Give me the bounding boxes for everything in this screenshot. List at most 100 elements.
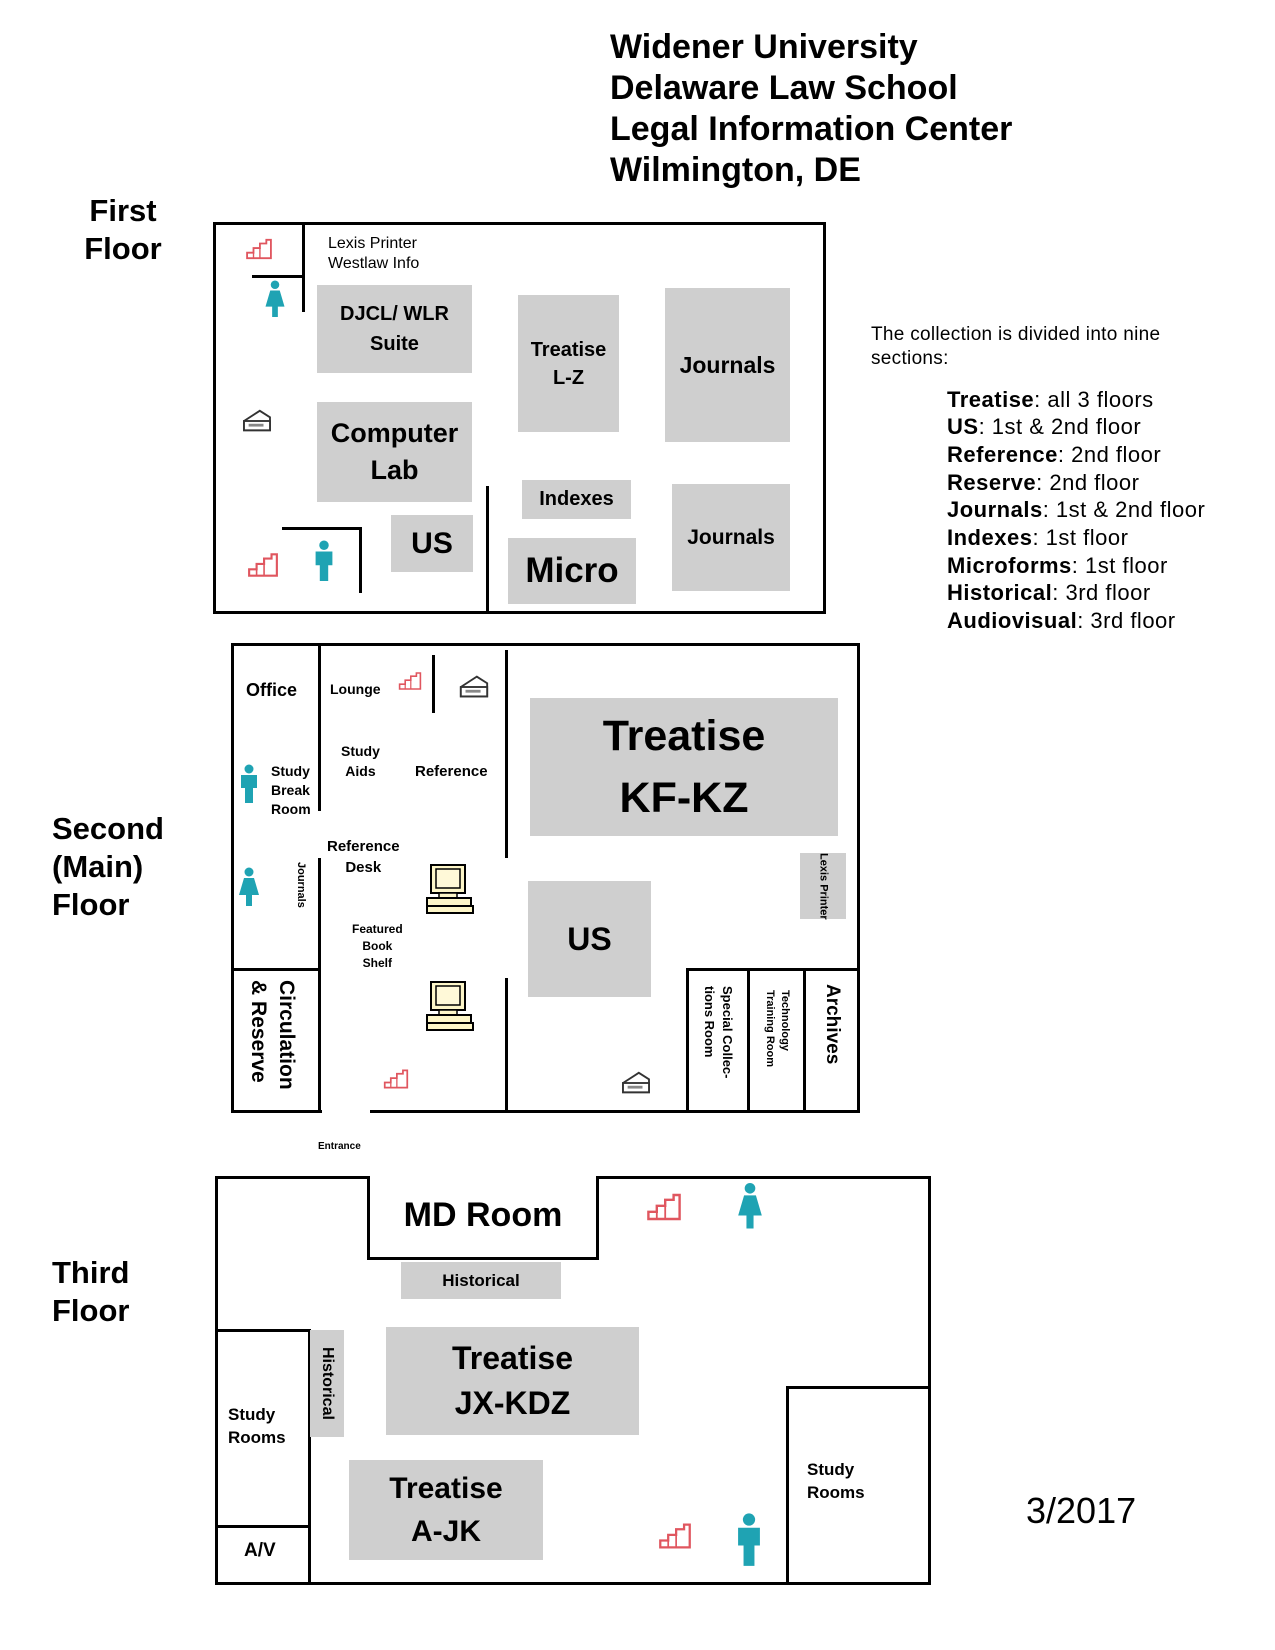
treatise-kfkz-line2: KF-KZ bbox=[619, 774, 749, 822]
study-aids-line2: Aids bbox=[345, 763, 376, 779]
circulation-line2: & Reserve bbox=[247, 980, 270, 1083]
av-label: A/V bbox=[244, 1540, 276, 1561]
reference-label: Reference bbox=[415, 763, 488, 780]
historical-top: Historical bbox=[401, 1262, 561, 1299]
legend-item: Reserve: 2nd floor bbox=[947, 470, 1140, 495]
stairs-icon bbox=[247, 552, 279, 578]
second-floor-wall bbox=[318, 643, 321, 811]
first-floor-wall bbox=[302, 222, 305, 312]
title-university: Widener University bbox=[610, 28, 918, 66]
copier-icon bbox=[240, 408, 274, 434]
historical-vertical: Historical bbox=[310, 1330, 344, 1437]
journals-bottom: Journals bbox=[672, 484, 790, 591]
first-floor-label-line1: First bbox=[89, 193, 157, 228]
date-label: 3/2017 bbox=[1026, 1490, 1137, 1531]
restroom-icon bbox=[312, 540, 336, 582]
djcl-line1: DJCL/ WLR bbox=[340, 303, 449, 325]
study-rooms-right-line2: Rooms bbox=[807, 1483, 865, 1502]
third-floor-wall bbox=[308, 1329, 311, 1585]
technology-training-line2: Training Room bbox=[764, 990, 776, 1067]
reference-desk-label: Reference Desk bbox=[327, 836, 400, 878]
lexis-printer-box: Lexis Printer bbox=[800, 853, 846, 919]
restroom-icon bbox=[238, 866, 260, 908]
legend-item: Microforms: 1st floor bbox=[947, 553, 1168, 578]
legend-item: Journals: 1st & 2nd floor bbox=[947, 497, 1206, 522]
lexis-printer-text: Lexis Printer bbox=[328, 235, 417, 252]
second-floor-label-line1: Second bbox=[52, 811, 164, 846]
lexis-printer-line2: Printer bbox=[817, 883, 830, 920]
entrance-label: Entrance bbox=[318, 1141, 361, 1152]
micro-section: Micro bbox=[508, 538, 636, 604]
copier-icon bbox=[458, 664, 490, 710]
djcl-line2: Suite bbox=[370, 333, 419, 355]
study-break-line1: Study bbox=[271, 763, 310, 779]
second-floor-wall bbox=[803, 968, 806, 1113]
legend-intro: The collection is divided into nine sect… bbox=[871, 323, 1160, 371]
us-section-first: US bbox=[391, 515, 473, 572]
treatise-ajk-line1: Treatise bbox=[389, 1472, 503, 1505]
computer-lab-line2: Lab bbox=[370, 455, 419, 485]
title-school: Delaware Law School bbox=[610, 69, 958, 107]
featured-shelf-line1: Featured bbox=[352, 922, 403, 936]
first-floor-wall bbox=[252, 275, 302, 278]
third-floor-label: Third Floor bbox=[52, 1254, 130, 1330]
second-floor-wall bbox=[686, 968, 689, 1113]
legend-item: Historical: 3rd floor bbox=[947, 580, 1151, 605]
second-floor-label: Second (Main) Floor bbox=[52, 810, 164, 924]
copier-icon bbox=[620, 1070, 652, 1096]
title-center: Legal Information Center bbox=[610, 110, 1013, 148]
legend-item: Indexes: 1st floor bbox=[947, 525, 1129, 550]
second-floor-wall bbox=[318, 858, 321, 970]
special-collections-line2: tions Room bbox=[702, 986, 717, 1058]
second-floor-wall bbox=[747, 968, 750, 1113]
reference-desk-line2: Desk bbox=[345, 859, 382, 876]
restroom-icon bbox=[734, 1512, 764, 1568]
stairs-icon bbox=[245, 238, 273, 260]
reference-desk-line1: Reference bbox=[327, 838, 400, 855]
us-section-second: US bbox=[528, 881, 651, 997]
study-break-line2: Break bbox=[271, 782, 310, 798]
first-floor-wall bbox=[282, 527, 362, 530]
second-floor-wall bbox=[318, 968, 321, 1113]
computer-icon bbox=[425, 980, 475, 1032]
circulation-reserve-label: Circulation & Reserve bbox=[244, 980, 300, 1090]
second-floor-wall bbox=[686, 968, 860, 971]
treatise-lz-line2: L-Z bbox=[552, 366, 585, 389]
third-floor-label-line1: Third bbox=[52, 1255, 130, 1290]
special-collections-room-label: Special Collec- tions Room bbox=[700, 986, 736, 1078]
circulation-line1: Circulation bbox=[275, 980, 298, 1090]
stairs-icon bbox=[658, 1522, 692, 1550]
indexes-section: Indexes bbox=[522, 480, 631, 519]
entrance-gap bbox=[322, 1110, 370, 1114]
treatise-jx-line2: JX-KDZ bbox=[454, 1385, 571, 1421]
third-floor-label-line2: Floor bbox=[52, 1293, 130, 1328]
study-rooms-left-line2: Rooms bbox=[228, 1428, 286, 1447]
restroom-icon bbox=[238, 762, 260, 806]
technology-training-room-label: Technology Training Room bbox=[762, 990, 792, 1067]
featured-shelf-line2: Book bbox=[362, 939, 393, 953]
title-location: Wilmington, DE bbox=[610, 151, 861, 189]
first-floor-wall bbox=[359, 527, 362, 593]
legend-intro-line2: sections: bbox=[871, 348, 949, 369]
legend-item: US: 1st & 2nd floor bbox=[947, 414, 1142, 439]
legend-item: Audiovisual: 3rd floor bbox=[947, 608, 1176, 633]
treatise-kfkz-line1: Treatise bbox=[602, 712, 766, 760]
lounge-label: Lounge bbox=[330, 681, 381, 697]
study-aids-label: Study Aids bbox=[341, 741, 380, 781]
legend-item: Treatise: all 3 floors bbox=[947, 387, 1154, 412]
study-rooms-right-label: Study Rooms bbox=[807, 1458, 865, 1504]
featured-shelf-line3: Shelf bbox=[362, 956, 393, 970]
third-floor-wall bbox=[786, 1386, 789, 1585]
treatise-ajk-line2: A-JK bbox=[410, 1515, 481, 1548]
stairs-icon bbox=[646, 1192, 682, 1222]
restroom-icon bbox=[264, 280, 286, 318]
second-floor-label-line2: (Main) bbox=[52, 849, 144, 884]
computer-lab-line1: Computer bbox=[330, 418, 459, 448]
second-floor-label-line3: Floor bbox=[52, 887, 130, 922]
study-rooms-right-line1: Study bbox=[807, 1460, 855, 1479]
westlaw-info-text: Westlaw Info bbox=[328, 255, 420, 272]
second-floor-wall bbox=[505, 978, 508, 1113]
